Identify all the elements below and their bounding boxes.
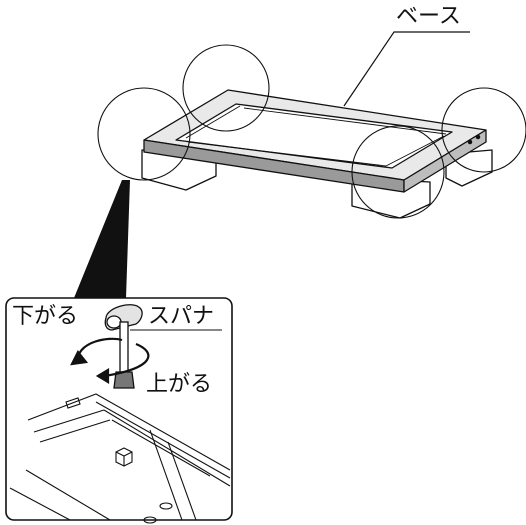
lower-label: 下がる bbox=[12, 304, 79, 329]
spanner-label: スパナ bbox=[148, 304, 215, 329]
zoom-detail-box bbox=[5, 297, 233, 524]
raise-label: 上がる bbox=[146, 372, 213, 397]
zoom-callout-wedge bbox=[74, 180, 130, 298]
base-label: ベース bbox=[396, 4, 461, 29]
base-frame bbox=[141, 89, 493, 219]
rotate-arrow-icon bbox=[70, 337, 150, 384]
base-leader bbox=[343, 31, 470, 107]
frame-right-face bbox=[403, 129, 487, 193]
adjuster-circle-left bbox=[97, 87, 191, 181]
adjuster-circle-front bbox=[351, 125, 445, 219]
adjuster-circle-right bbox=[441, 87, 526, 173]
adjuster-highlights bbox=[97, 44, 526, 219]
frame-inner-opening bbox=[175, 103, 453, 169]
spanner-icon bbox=[104, 304, 143, 389]
adjuster-circle-back bbox=[182, 44, 270, 132]
